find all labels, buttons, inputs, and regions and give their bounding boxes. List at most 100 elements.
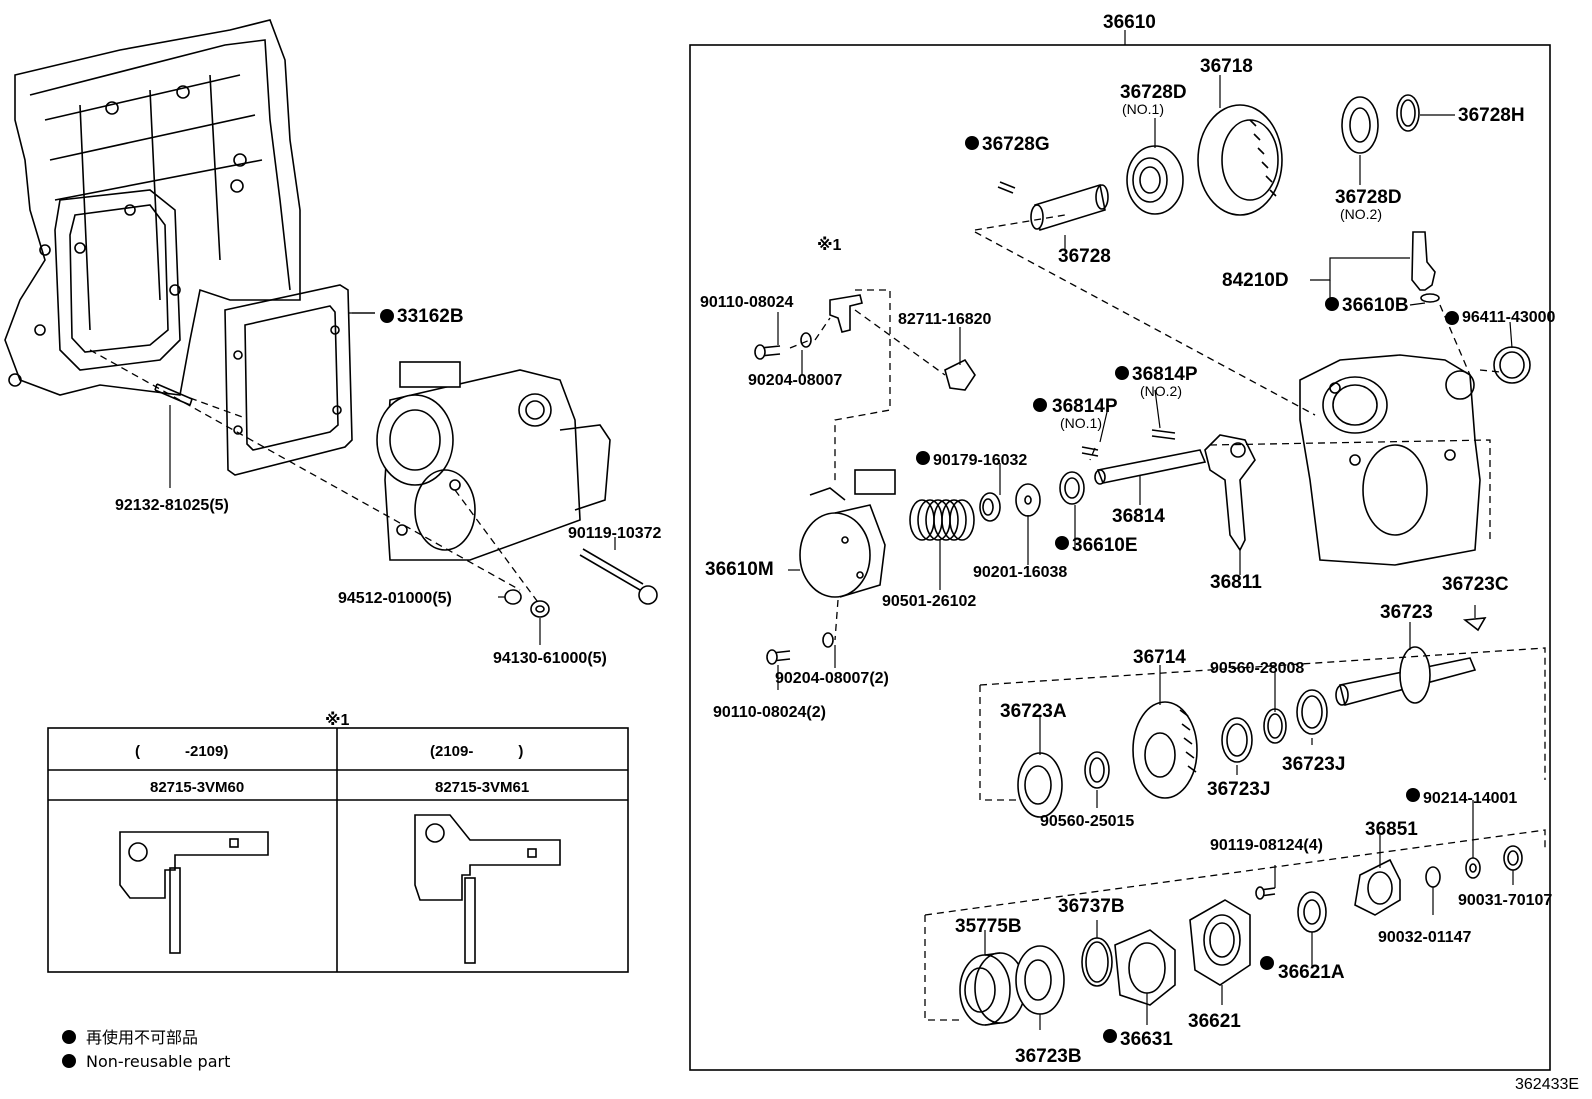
washer-90204-08007: [800, 332, 812, 348]
label-96411: 96411-43000: [1462, 309, 1556, 326]
label-92132: 92132-81025(5): [115, 497, 229, 514]
gear-36718: [1197, 104, 1283, 216]
oil-seal-36621a: [1297, 891, 1327, 933]
ring-36728h: [1396, 94, 1420, 132]
gasket-33162b: [224, 284, 353, 476]
label-36851: 36851: [1365, 819, 1418, 840]
label-90119-10372: 90119-10372: [568, 525, 662, 542]
label-36728g: 36728G: [982, 134, 1050, 155]
label-82711: 82711-16820: [898, 311, 992, 328]
table-range-1: ( -2109): [135, 743, 228, 760]
non-reusable-dot-icon: [1115, 366, 1129, 380]
bearing-36728d-no1: [1126, 145, 1184, 215]
non-reusable-dot-icon: [1055, 536, 1069, 550]
non-reusable-dot-icon: [62, 1030, 76, 1044]
label-36631: 36631: [1120, 1029, 1173, 1050]
non-reusable-dot-icon: [380, 309, 394, 323]
non-reusable-dot-icon: [1033, 398, 1047, 412]
washer-90214: [1465, 857, 1481, 879]
label-36811: 36811: [1210, 572, 1262, 593]
non-reusable-dot-icon: [62, 1054, 76, 1068]
label-90031: 90031-70107: [1458, 892, 1552, 909]
label-90179: 90179-16032: [933, 452, 1027, 469]
gasket-36631: [1114, 929, 1176, 1006]
needle-bearing-36723j-1: [1221, 717, 1253, 763]
bolt-90110-08024-2: [766, 649, 791, 665]
table-part-2: 82715-3VM61: [435, 779, 529, 796]
document-id: 362433E: [1515, 1076, 1579, 1093]
label-94512: 94512-01000(5): [338, 590, 452, 607]
label-90214: 90214-14001: [1423, 790, 1517, 807]
label-90032: 90032-01147: [1378, 929, 1472, 946]
legend-en: Non-reusable part: [86, 1052, 230, 1071]
label-36728d-no1-sub: (NO.1): [1122, 101, 1164, 117]
label-36714: 36714: [1133, 647, 1186, 668]
note-mark-table: ※1: [325, 711, 350, 729]
label-36610b: 36610B: [1342, 295, 1409, 316]
label-36723j-1: 36723J: [1207, 779, 1270, 800]
shift-fork-36811: [1204, 434, 1256, 552]
table-range-2: (2109- ): [430, 743, 523, 760]
part-labels: 36610 36718 36728D (NO.1) 36728G 36728 3…: [115, 12, 1556, 1067]
washer-90204-08007-2: [822, 632, 834, 648]
key-36723c: [1462, 617, 1487, 632]
label-90119-08124: 90119-08124(4): [1210, 837, 1323, 854]
bearing-36723a: [1017, 752, 1063, 818]
assembly-frame-36610: [689, 44, 1551, 1071]
non-reusable-dot-icon: [1406, 788, 1420, 802]
label-94130: 94130-61000(5): [493, 650, 607, 667]
spacer-90560-25015: [1084, 751, 1110, 789]
label-36728d-no2-sub: (NO.2): [1340, 206, 1382, 222]
non-reusable-dot-icon: [1325, 297, 1339, 311]
non-reusable-dot-icon: [965, 136, 979, 150]
spacer-90560-28008: [1263, 708, 1287, 744]
label-36610m: 36610M: [705, 559, 774, 580]
label-36723b: 36723B: [1015, 1046, 1082, 1067]
shift-actuator-assembly: [376, 361, 611, 561]
snap-ring-36737b: [1081, 937, 1113, 987]
spring-90501: [909, 499, 975, 541]
label-36621: 36621: [1188, 1011, 1241, 1032]
label-90204-08007: 90204-08007: [748, 372, 842, 389]
label-36814p-no1: 36814P: [1052, 396, 1118, 417]
label-36718: 36718: [1200, 56, 1253, 77]
bracket-82715: [829, 294, 863, 333]
stud-92132: [154, 383, 193, 488]
label-35775b: 35775B: [955, 916, 1022, 937]
pin-36814p-no2: [1151, 429, 1176, 440]
label-36621a: 36621A: [1278, 962, 1345, 983]
label-36610: 36610: [1103, 12, 1156, 33]
retainer-36621: [1189, 899, 1251, 986]
bearing-36728d-no2: [1341, 96, 1379, 154]
shift-shaft-36814: [1094, 449, 1207, 485]
bearing-36610e: [1059, 471, 1085, 505]
needle-bearing-36723j-2: [1296, 689, 1328, 735]
clamp-82711: [944, 358, 976, 391]
bolt-90119-08124: [1255, 886, 1276, 900]
nut-90031: [1503, 845, 1523, 871]
label-36737b: 36737B: [1058, 896, 1125, 917]
gear-36714: [1132, 701, 1198, 799]
pin-36728g: [997, 181, 1016, 194]
non-reusable-dot-icon: [1103, 1029, 1117, 1043]
label-84210d: 84210D: [1222, 270, 1289, 291]
non-reusable-dot-icon: [1445, 311, 1459, 325]
label-36723j-2: 36723J: [1282, 754, 1345, 775]
bolt-90110-08024: [754, 344, 781, 360]
transmission-case-outline: [4, 19, 301, 396]
note-mark-bracket: ※1: [817, 236, 842, 254]
output-shaft-36723: [1335, 646, 1477, 706]
label-36723a: 36723A: [1000, 701, 1067, 722]
label-90201: 90201-16038: [973, 564, 1067, 581]
label-36610e: 36610E: [1072, 535, 1138, 556]
label-36814: 36814: [1112, 506, 1165, 527]
shaft-36728: [1030, 183, 1109, 232]
table-part-1: 82715-3VM60: [150, 779, 244, 796]
label-36728d-no2: 36728D: [1335, 187, 1402, 208]
washer-94512: [504, 589, 522, 605]
label-90501: 90501-26102: [882, 593, 976, 610]
label-90560-28008: 90560-28008: [1210, 660, 1304, 677]
bracket-3vm60-icon: [119, 831, 269, 954]
motor-36610m: [799, 469, 896, 598]
label-36728d-no1: 36728D: [1120, 82, 1187, 103]
